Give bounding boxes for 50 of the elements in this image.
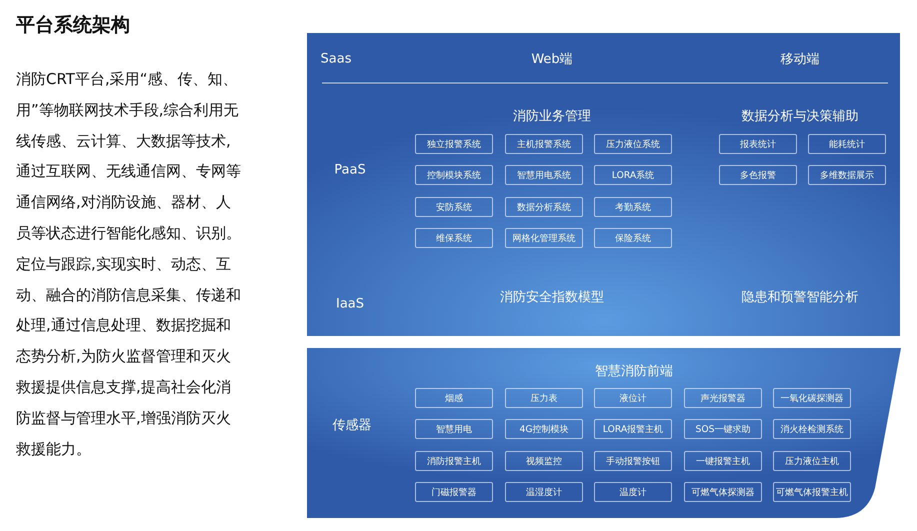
module-box: 数据分析系统 xyxy=(505,197,583,217)
page-title: 平台系统架构 xyxy=(16,13,130,38)
module-box: 可燃气体探测器 xyxy=(684,482,762,502)
module-box: 一键报警主机 xyxy=(684,451,762,471)
module-box: 声光报警器 xyxy=(684,388,762,408)
module-box: LORA报警主机 xyxy=(594,419,672,439)
module-box: 烟感 xyxy=(415,388,493,408)
module-box: 能耗统计 xyxy=(808,134,886,154)
module-box: 可燃气体报警主机 xyxy=(773,482,851,502)
layer-label: Saas xyxy=(320,52,352,66)
layer-label: 传感器 xyxy=(332,417,372,434)
module-box: 安防系统 xyxy=(415,197,493,217)
module-box: LORA系统 xyxy=(594,165,672,185)
module-box: 多色报警 xyxy=(719,165,797,185)
layer-label: IaaS xyxy=(336,296,364,312)
module-box: 4G控制模块 xyxy=(505,419,583,439)
module-box: 手动报警按钮 xyxy=(594,451,672,471)
module-box: 视频监控 xyxy=(505,451,583,471)
module-box: 智慧用电系统 xyxy=(505,165,583,185)
module-box: 考勤系统 xyxy=(594,197,672,217)
column-heading: 移动端 xyxy=(780,51,820,68)
module-box: 主机报警系统 xyxy=(505,134,583,154)
module-box: 维保系统 xyxy=(415,228,493,248)
module-box: 压力液位系统 xyxy=(594,134,672,154)
module-box: 独立报警系统 xyxy=(415,134,493,154)
column-heading: Web端 xyxy=(531,51,573,68)
module-box: SOS一键求助 xyxy=(684,419,762,439)
module-box: 控制模块系统 xyxy=(415,165,493,185)
module-box: 网格化管理系统 xyxy=(505,228,583,248)
module-box: 压力表 xyxy=(505,388,583,408)
description-paragraph: 消防CRT平台,采用“感、传、知、用”等物联网技术手段,综合利用无线传感、云计算、大数据等技术,通过互联网、无线通信网、专网等通信网络,对消防设施、器材、人员等状态进行智能化感知、识别。定位与跟踪,实现实时、动态、互动、融合的消防信息采集、传递和处理,通过信息处理、数据挖掘和态势分析,为防火监督管理和灭火救援提供信息支撑,提高社会化消防监督与管理水平,增强消防灭火救援能力。 xyxy=(16,69,242,460)
module-box: 温度计 xyxy=(594,482,672,502)
group-heading: 消防安全指数模型 xyxy=(500,289,604,306)
group-heading: 消防业务管理 xyxy=(513,108,591,125)
layer-panel xyxy=(307,33,900,336)
module-box: 智慧用电 xyxy=(415,419,493,439)
module-box: 报表统计 xyxy=(719,134,797,154)
module-box: 门磁报警器 xyxy=(415,482,493,502)
group-heading: 智慧消防前端 xyxy=(595,363,673,380)
module-box: 消火栓检测系统 xyxy=(773,419,851,439)
module-box: 液位计 xyxy=(594,388,672,408)
group-heading: 隐患和预警智能分析 xyxy=(742,289,858,306)
module-box: 温湿度计 xyxy=(505,482,583,502)
module-box: 一氧化碳探测器 xyxy=(773,388,851,408)
module-box: 保险系统 xyxy=(594,228,672,248)
module-box: 压力液位主机 xyxy=(773,451,851,471)
group-heading: 数据分析与决策辅助 xyxy=(742,108,858,125)
module-box: 多维数据展示 xyxy=(808,165,886,185)
module-box: 消防报警主机 xyxy=(415,451,493,471)
layer-label: PaaS xyxy=(334,162,366,178)
